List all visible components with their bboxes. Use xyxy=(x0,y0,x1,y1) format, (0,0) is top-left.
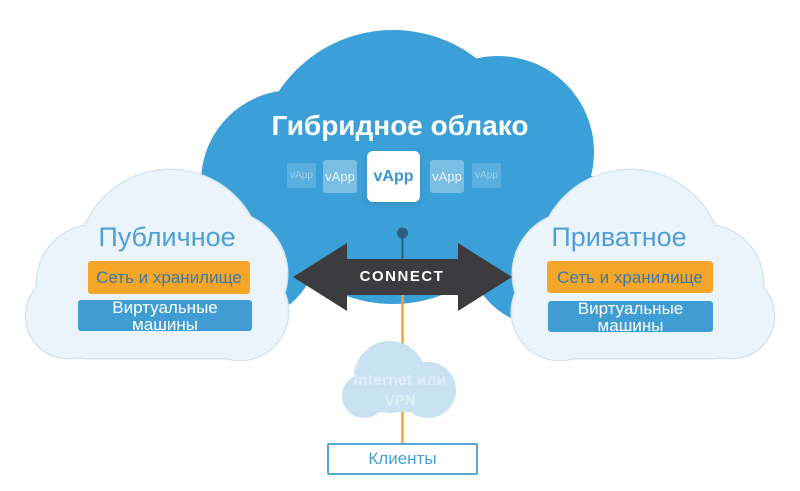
connect-stem-dot xyxy=(397,227,408,239)
connect-label: CONNECT xyxy=(359,268,445,285)
hybrid-cloud-title: Гибридное облако xyxy=(271,110,529,141)
clients-label: Клиенты xyxy=(368,449,437,468)
public-cloud-title: Публичное xyxy=(98,222,236,252)
internet-cloud-label-line2: VPN xyxy=(384,392,416,409)
private-network-storage-box: Сеть и хранилище xyxy=(547,261,713,293)
vapp-box-3: vApp xyxy=(367,151,420,202)
public-virtual-machines-box: Виртуальные машины xyxy=(78,299,252,333)
vapp-box-2: vApp xyxy=(323,160,357,193)
connect-arrow xyxy=(293,243,512,311)
vapp-box-1: vApp xyxy=(287,163,316,188)
vapp-box-5: vApp xyxy=(472,163,501,188)
internet-cloud-label-line1: Internet или xyxy=(353,372,447,389)
private-cloud-title: Приватное xyxy=(551,222,687,252)
public-network-storage-box: Сеть и хранилище xyxy=(88,261,250,294)
clients-box: Клиенты xyxy=(327,443,478,475)
internet-cloud-shape xyxy=(342,341,456,418)
private-virtual-machines-box: Виртуальные машины xyxy=(548,300,713,334)
vapp-box-4: vApp xyxy=(430,160,464,193)
